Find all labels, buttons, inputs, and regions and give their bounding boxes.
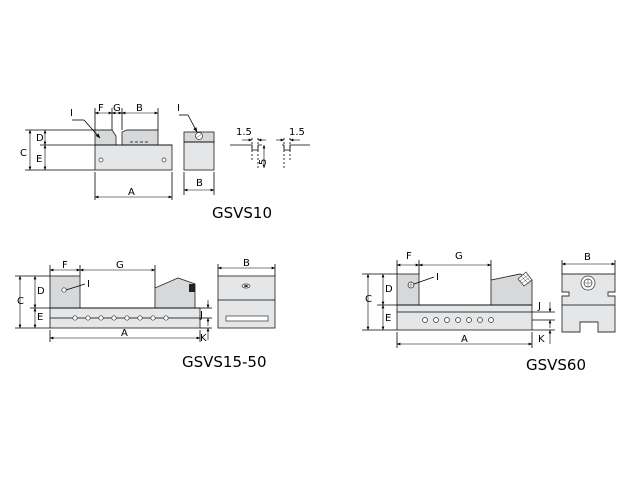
gsvs60-model-label: GSVS60 xyxy=(526,356,586,374)
gsvs15-50-label-a: A xyxy=(121,328,128,339)
gsvs10-drawing: F G B I C D E A I xyxy=(20,103,310,222)
gsvs10-detail-1-5-right: 1.5 xyxy=(289,127,305,138)
gsvs60-knurl xyxy=(517,271,533,287)
gsvs15-50-drawing: F G I C D E J K A xyxy=(15,258,276,371)
gsvs15-50-label-k: K xyxy=(200,333,207,344)
gsvs15-50-label-e: E xyxy=(37,312,43,323)
gsvs60-label-d: D xyxy=(385,284,393,295)
gsvs10-label-e: E xyxy=(36,154,42,165)
gsvs60-side-view xyxy=(396,271,533,331)
gsvs15-50-end-view xyxy=(217,275,276,329)
gsvs60-hole-row xyxy=(422,317,494,323)
gsvs60-label-c: C xyxy=(365,294,372,305)
gsvs15-50-label-c: C xyxy=(17,296,24,307)
gsvs15-50-side-view xyxy=(49,275,201,329)
gsvs15-50-label-d: D xyxy=(37,286,45,297)
gsvs10-label-i: I xyxy=(70,108,73,119)
gsvs60-label-i: I xyxy=(436,272,439,283)
gsvs60-end-view xyxy=(561,273,616,333)
gsvs10-detail-1-5-left: 1.5 xyxy=(236,127,252,138)
gsvs10-label-g: G xyxy=(113,103,121,114)
gsvs10-label-c: C xyxy=(20,148,27,159)
gsvs60-drawing: F G I C D E J K A xyxy=(362,251,616,374)
gsvs15-50-label-j: J xyxy=(199,310,203,321)
gsvs60-label-a: A xyxy=(461,334,468,345)
gsvs15-50-hole-row xyxy=(72,315,169,321)
gsvs15-50-model-label: GSVS15-50 xyxy=(182,353,267,371)
gsvs15-50-label-i: I xyxy=(87,279,90,290)
gsvs60-label-j: J xyxy=(537,301,541,312)
gsvs10-detail-5: 5 xyxy=(258,159,269,165)
gsvs10-label-a: A xyxy=(128,187,135,198)
gsvs60-label-e: E xyxy=(385,313,391,324)
gsvs60-label-f: F xyxy=(406,251,412,262)
gsvs10-label-b-top: B xyxy=(136,103,143,114)
gsvs60-label-g: G xyxy=(455,251,463,262)
gsvs10-end-view xyxy=(183,131,215,171)
gsvs10-label-i-end: I xyxy=(177,103,180,114)
gsvs15-50-label-g: G xyxy=(116,260,124,271)
gsvs60-label-k: K xyxy=(538,334,545,345)
gsvs10-label-f: F xyxy=(98,103,104,114)
gsvs10-groove-detail xyxy=(230,138,310,170)
gsvs10-side-view xyxy=(94,129,173,171)
gsvs10-label-b-end: B xyxy=(196,178,203,189)
gsvs15-50-label-f: F xyxy=(62,260,68,271)
gsvs15-50-label-b: B xyxy=(243,258,250,269)
gsvs60-label-b: B xyxy=(584,252,591,263)
gsvs10-label-d: D xyxy=(36,133,44,144)
gsvs10-model-label: GSVS10 xyxy=(212,204,272,222)
